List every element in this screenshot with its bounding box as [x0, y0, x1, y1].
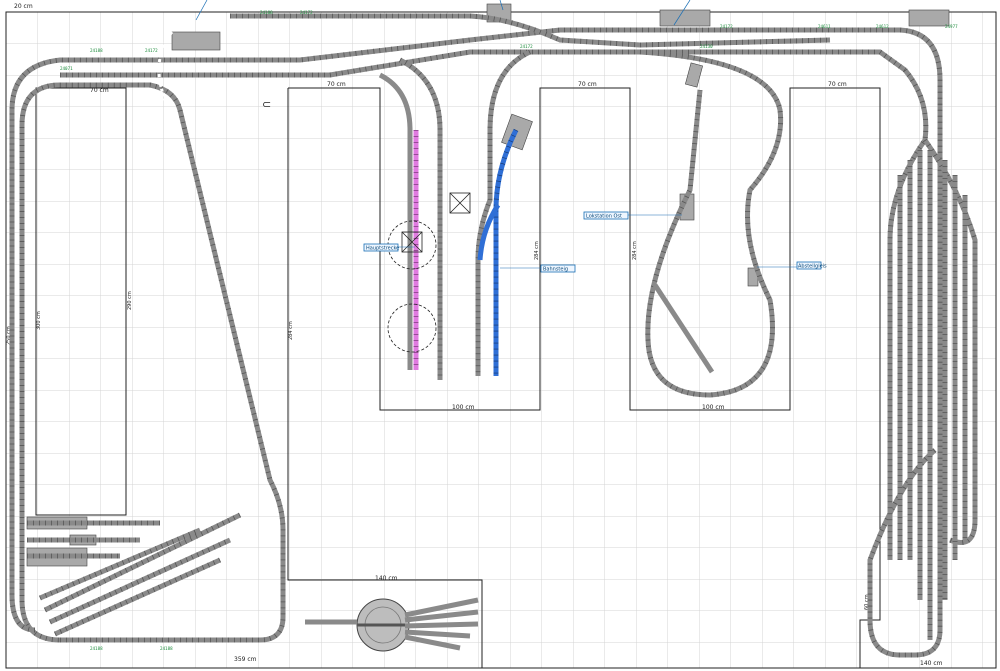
track-network	[9, 13, 978, 658]
crane-zones	[387, 220, 437, 353]
station-track-a	[398, 57, 443, 380]
dim-v2: 290 cm	[127, 291, 133, 310]
dim-bottom-right: 140 cm	[920, 660, 943, 667]
code-2: 24172	[145, 48, 158, 53]
code-10: 24188	[160, 646, 173, 651]
dim-bottom: 359 cm	[234, 656, 257, 663]
spur-loop	[652, 283, 715, 374]
building-top-3	[908, 9, 950, 27]
station-track-b	[378, 72, 413, 370]
dim-v1: 300 cm	[36, 311, 42, 330]
station-track-c	[475, 49, 532, 376]
code-6: 24611	[818, 24, 831, 29]
dim-mid2: 100 cm	[702, 404, 725, 411]
code-9: 24188	[90, 646, 103, 651]
dimension-labels: 20 cm 70 cm 70 cm 70 cm 359 cm 140 cm 14…	[6, 3, 943, 667]
building-top-2	[659, 9, 711, 27]
callout-hauptstrecke: Hauptstrecke	[366, 246, 399, 252]
inner-loop-right	[639, 49, 784, 398]
dim-left-v: 250 cm	[6, 326, 12, 345]
uncoupler-icon: ⊂	[262, 98, 271, 111]
callout-abstellgleis: Abstellgleis	[798, 264, 827, 270]
dim-mid-left: 70 cm	[90, 87, 109, 94]
callout-bahnsteig: Bahnsteig	[543, 267, 568, 273]
dim-top-left: 20 cm	[14, 3, 33, 10]
code-11: 24130	[700, 44, 713, 49]
code-7: 24612	[876, 24, 889, 29]
grid-background	[6, 12, 996, 668]
code-4: 24172	[300, 10, 313, 15]
dim-v5: 60 cm	[864, 594, 870, 610]
callouts: Hauptstrecke Lokstation Ost Bahnsteig Ab…	[195, 0, 827, 273]
dim-v4: 284 cm	[534, 241, 540, 260]
yard-lower-left-ties	[27, 512, 242, 637]
colored-tracks	[413, 128, 519, 376]
building-left-1	[171, 31, 221, 51]
dim-top-right: 70 cm	[828, 81, 847, 88]
top-line-2	[60, 49, 907, 78]
dim-mid1: 100 cm	[452, 404, 475, 411]
code-3: 24188	[260, 10, 273, 15]
dim-top-mid: 70 cm	[327, 81, 346, 88]
code-5: 24172	[720, 24, 733, 29]
tunnel-portal	[157, 31, 174, 101]
dim-top-mid2: 70 cm	[578, 81, 597, 88]
crane-markers	[401, 192, 471, 253]
turntable	[305, 597, 479, 652]
code-8: 24977	[945, 24, 958, 29]
dim-side: 284 cm	[632, 241, 638, 260]
dim-lower-mid: 140 cm	[375, 575, 398, 582]
building-loco	[684, 62, 704, 88]
dim-v3: 284 cm	[288, 321, 294, 340]
track-codes: 24188 24172 24188 24172 24172 24611 2461…	[60, 10, 958, 651]
code-13: 24071	[60, 66, 73, 71]
staging-yard-ties	[897, 150, 968, 640]
code-1: 24188	[90, 48, 103, 53]
code-12: 24172	[520, 44, 533, 49]
callout-lokstation: Lokstation Ost	[586, 214, 622, 220]
